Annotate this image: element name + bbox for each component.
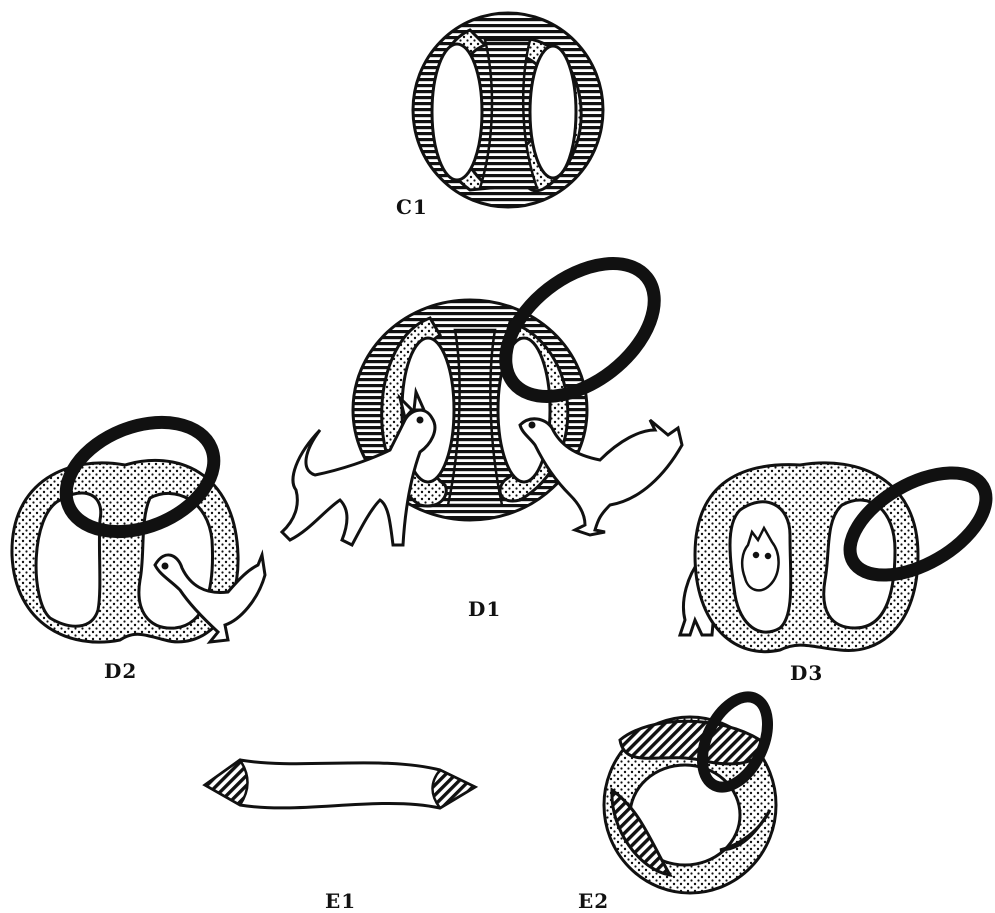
label-e2: E2 — [578, 889, 609, 913]
figure-e2 — [604, 687, 781, 893]
figure-c1 — [413, 13, 603, 207]
figure-d3 — [680, 452, 995, 652]
label-d3: D3 — [790, 661, 823, 685]
figure-d2 — [12, 402, 265, 642]
label-d1: D1 — [468, 597, 501, 621]
label-c1: C1 — [396, 195, 428, 219]
label-d2: D2 — [104, 659, 137, 683]
label-e1: E1 — [325, 889, 356, 913]
figure-e1 — [205, 760, 475, 808]
